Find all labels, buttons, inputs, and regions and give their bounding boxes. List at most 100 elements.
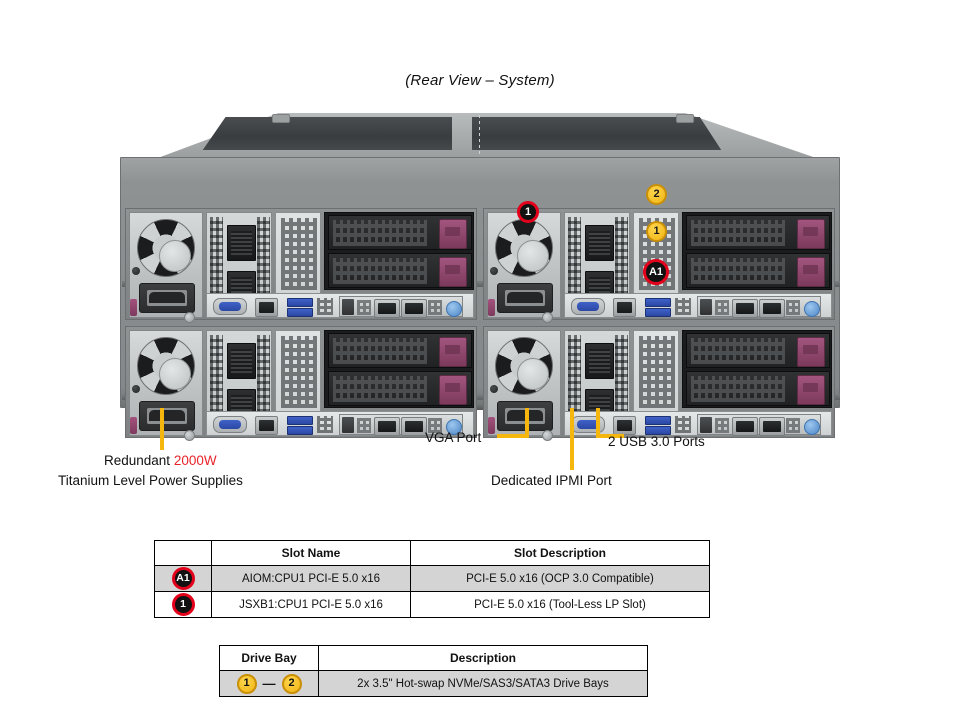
psu-fan-icon (137, 337, 195, 395)
psu-fan-hub (517, 358, 549, 390)
chassis-body (120, 157, 840, 441)
psu-status-led (132, 385, 140, 393)
vent-grid (317, 416, 333, 433)
callout-power-wattage: 2000W (173, 453, 217, 468)
drive-latch-handle (439, 375, 467, 405)
slot-row-name: JSXB1:CPU1 PCI-E 5.0 x16 (211, 591, 411, 618)
psu-screw (542, 312, 553, 323)
drive-bay-group (682, 212, 832, 290)
slot-row-description: PCI-E 5.0 x16 (OCP 3.0 Compatible) (410, 565, 710, 592)
pcie-slot (585, 343, 614, 379)
vent-grid (357, 418, 371, 433)
lan-port (759, 417, 785, 436)
drive-carrier (328, 371, 472, 406)
psu-fan-hub (517, 240, 549, 272)
vent-grid (786, 300, 800, 315)
lid-panel-left (202, 117, 452, 150)
drive-badge-to: 2 (281, 673, 302, 694)
psu-power-inlet (139, 283, 195, 313)
slot-row-name: AIOM:CPU1 PCI-E 5.0 x16 (211, 565, 411, 592)
drive-badge-from: 1 (236, 673, 257, 694)
psu-handle (488, 417, 495, 434)
aiom-tab (700, 299, 712, 315)
drive-latch-handle (797, 219, 825, 249)
aiom-a1-marker: A1 (643, 259, 669, 285)
vent-grid (786, 418, 800, 433)
vent-grid (281, 336, 317, 408)
drive-row-bay-cell: 1 — 2 (219, 670, 319, 697)
psu-screw (542, 430, 553, 441)
callout-vga-port: VGA Port (425, 430, 482, 445)
uid-led-button[interactable] (804, 301, 820, 317)
callout-power-supplies: Redundant 2000W (104, 453, 217, 468)
uid-led-button[interactable] (446, 301, 462, 317)
table-row: 1 JSXB1:CPU1 PCI-E 5.0 x16 PCI-E 5.0 x16… (154, 591, 710, 618)
server-chassis-rear-view (120, 113, 840, 441)
vent-grid (639, 336, 675, 408)
leader-usb-horizontal (596, 434, 624, 438)
drive-latch-handle (439, 337, 467, 367)
server-node (483, 208, 835, 323)
usb-3-port-pair (287, 416, 313, 435)
uid-led-button[interactable] (446, 419, 462, 435)
vent-grid (675, 298, 691, 315)
io-panel (206, 411, 474, 436)
drive-bay-range: 1 — 2 (220, 673, 318, 694)
drive-vent (691, 338, 785, 364)
aiom-module (339, 414, 463, 436)
leader-vga-horizontal (497, 434, 529, 438)
power-supply-module (129, 212, 203, 323)
uid-led-button[interactable] (804, 419, 820, 435)
leader-usb-vertical (596, 408, 600, 438)
pcie-slot (227, 225, 256, 261)
vent-grid (357, 300, 371, 315)
usb-port (287, 416, 313, 425)
vent-grid (257, 335, 270, 433)
server-node (483, 326, 835, 441)
psu-fan-icon (495, 337, 553, 395)
drive-carrier (686, 333, 830, 368)
drive-table-head-bay: Drive Bay (219, 645, 319, 671)
vent-grid (257, 217, 270, 315)
slot-badge-1: 1 (171, 593, 195, 616)
drive-vent (691, 258, 785, 284)
power-supply-module (487, 330, 561, 441)
drive-latch-handle (439, 219, 467, 249)
drive-vent (333, 258, 427, 284)
vga-port (571, 298, 605, 315)
drive-row-description: 2x 3.5" Hot-swap NVMe/SAS3/SATA3 Drive B… (318, 670, 648, 697)
usb-port (287, 308, 313, 317)
vent-grid (568, 217, 581, 315)
io-panel (564, 411, 832, 436)
slot-table-head-name: Slot Name (211, 540, 411, 566)
lan-port (732, 417, 758, 436)
lid-panel-right (472, 117, 722, 150)
callout-usb-ports: 2 USB 3.0 Ports (608, 434, 705, 449)
drive-vent (333, 220, 427, 246)
psu-fan-hub (159, 358, 191, 390)
pcie-slot (585, 225, 614, 261)
pcie-bracket-column (206, 212, 272, 318)
usb-port (645, 308, 671, 317)
psu-screw (184, 430, 195, 441)
usb-3-port-pair (645, 416, 671, 435)
leader-power-supplies (160, 408, 164, 450)
server-node (125, 326, 477, 441)
ipmi-lan-port (613, 298, 636, 317)
vent-grid (675, 416, 691, 433)
drive-bay-group (324, 212, 474, 290)
psu-handle (488, 299, 495, 316)
pcie-slot (227, 343, 256, 379)
lan-port (374, 299, 400, 318)
io-panel (206, 293, 474, 318)
vga-port (213, 416, 247, 433)
drive-2-marker: 2 (646, 184, 667, 205)
vent-grid (317, 298, 333, 315)
usb-3-port-pair (645, 298, 671, 317)
psu-fan-icon (495, 219, 553, 277)
drive-bay-table: Drive Bay Description 1 — 2 2x 3.5" Hot-… (219, 645, 648, 697)
table-row: A1 AIOM:CPU1 PCI-E 5.0 x16 PCI-E 5.0 x16… (154, 565, 710, 592)
slot-row-badge-cell: 1 (154, 591, 212, 618)
callout-power-supplies-line2: Titanium Level Power Supplies (58, 473, 243, 488)
